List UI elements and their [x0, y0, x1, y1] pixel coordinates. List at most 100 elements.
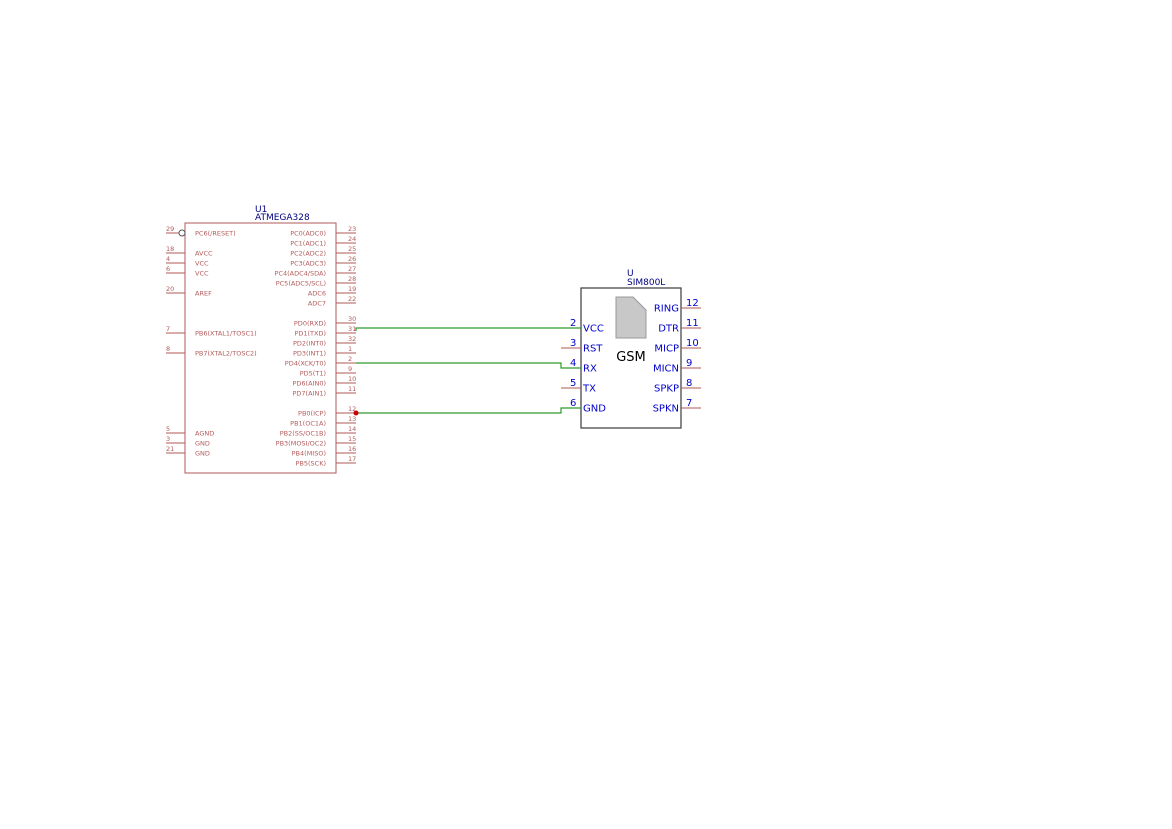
- wire-pb0-to-gnd[interactable]: [356, 407, 581, 414]
- u1-pin-number: 14: [348, 425, 356, 433]
- u1-left-pins: 29PC6(/RESET)18AVCC4VCC6VCC20AREF7PB6(XT…: [166, 225, 257, 458]
- gsm-pin-number: 4: [570, 358, 576, 369]
- gsm-pin-number: 7: [686, 398, 692, 409]
- gsm-pin-name: DTR: [658, 324, 679, 335]
- u1-pin-number: 30: [348, 315, 356, 323]
- u1-pin-number: 7: [166, 325, 170, 333]
- u1-pin-inversion-bubble: [178, 229, 186, 237]
- u1-pin-name: PC5(ADC5/SCL): [276, 280, 326, 288]
- gsm-pin-name: MICP: [654, 344, 679, 355]
- gsm-center-label: GSM: [616, 350, 646, 365]
- u1-pin-name: PC1(ADC1): [290, 240, 326, 248]
- u1-pin-name: PD1(TXD): [294, 330, 326, 338]
- u1-pin-name: AREF: [195, 290, 212, 298]
- u1-pin-number: 23: [348, 225, 356, 233]
- u1-pin-name: ADC7: [308, 300, 326, 308]
- u1-pin-name: PD6(AIN0): [293, 380, 327, 388]
- u1-body: [184, 222, 337, 474]
- u1-pin-name: ADC6: [308, 290, 326, 298]
- u1-pin-name: PB4(MISO): [292, 450, 326, 458]
- u1-pin-number: 10: [348, 375, 356, 383]
- u1-pin-name: GND: [195, 450, 210, 458]
- u1-pin-name: VCC: [195, 270, 209, 278]
- u1-pin-name: PD5(T1): [300, 370, 326, 378]
- u1-pin-number: 4: [166, 255, 170, 263]
- u1-pin-number: 25: [348, 245, 356, 253]
- u1-pin-number: 21: [166, 445, 174, 453]
- gsm-pin-number: 9: [686, 358, 692, 369]
- gsm-pin-name: MICN: [653, 364, 679, 375]
- u1-pin-name: PC0(ADC0): [290, 230, 326, 238]
- u1-pin-name: AVCC: [195, 250, 213, 258]
- u1-pin-number: 31: [348, 325, 356, 333]
- gsm-pin-number: 11: [686, 318, 699, 329]
- u1-pin-number: 19: [348, 285, 356, 293]
- u1-pin-number: 9: [348, 365, 352, 373]
- u1-pin-name: PD3(INT1): [293, 350, 326, 358]
- gsm-pin-name: SPKN: [653, 404, 679, 415]
- gsm-pin-name: SPKP: [654, 384, 679, 395]
- wire-pd1-to-vcc[interactable]: [355, 327, 581, 331]
- u1-pin-number: 11: [348, 385, 356, 393]
- gsm-pin-name: RST: [583, 344, 603, 355]
- gsm-pin-number: 3: [570, 338, 576, 349]
- u1-pin-name: PD4(XCK/T0): [285, 360, 326, 368]
- u1-pin-name: PC4(ADC4/SDA): [275, 270, 326, 278]
- u1-pin-name: GND: [195, 440, 210, 448]
- u1-pin-name: PD7(AIN1): [293, 390, 327, 398]
- gsm-value-label: SIM800L: [627, 278, 665, 288]
- u1-pin-number: 8: [166, 345, 170, 353]
- wire-pd4-to-rx[interactable]: [356, 362, 581, 369]
- gsm-body: [580, 287, 682, 429]
- u1-atmega328-symbol[interactable]: U1 ATMEGA328 29PC6(/RESET)18AVCC4VCC6VCC…: [166, 205, 357, 474]
- u1-pin-number: 3: [166, 435, 170, 443]
- u1-pin-name: PB2(SS/OC1B): [280, 430, 326, 438]
- u1-pin-number: 17: [348, 455, 356, 463]
- u1-pin-name: PB3(MOSI/OC2): [276, 440, 326, 448]
- u1-pin-number: 16: [348, 445, 356, 453]
- u1-pin-name: PB1(OC1A): [290, 420, 326, 428]
